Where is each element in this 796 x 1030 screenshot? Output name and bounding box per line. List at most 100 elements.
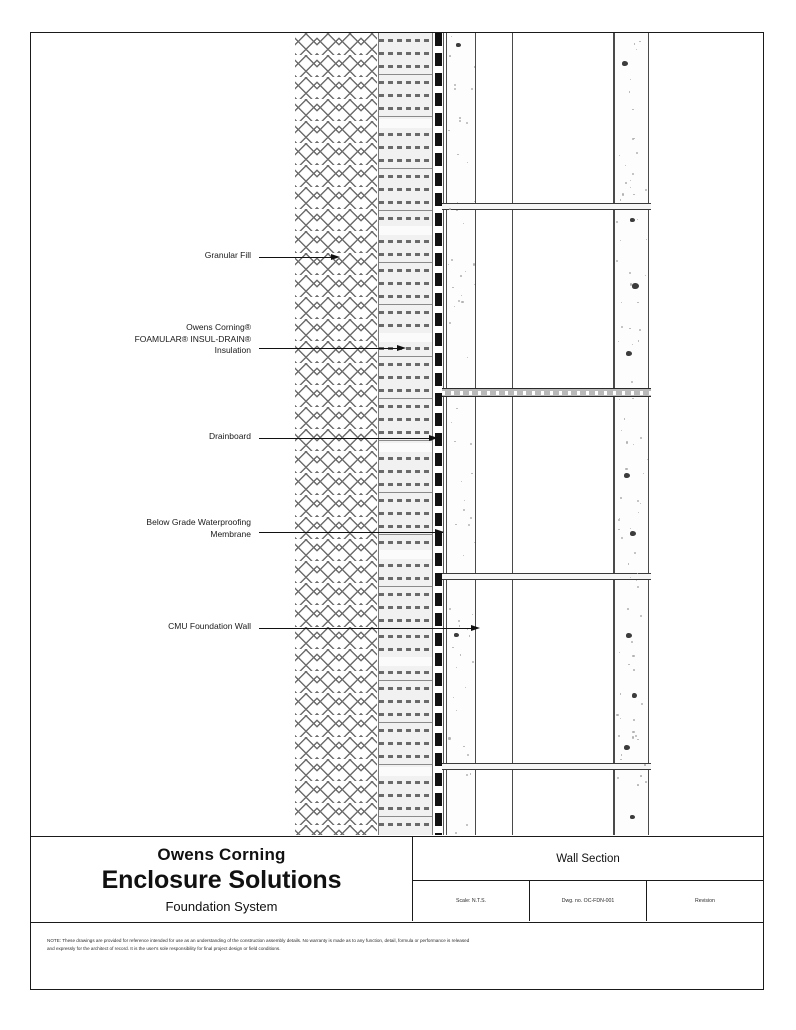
- cmu-fleck: [452, 287, 454, 289]
- insul-board-dash-band: [379, 213, 432, 224]
- cmu-fleck: [636, 585, 639, 588]
- cmu-fleck: [459, 654, 462, 656]
- membrane-backer-line: [443, 33, 444, 835]
- cmu-fleck: [636, 301, 639, 304]
- title-block: Owens Corning Enclosure Solutions Founda…: [31, 836, 763, 989]
- insul-board-dash-band: [379, 725, 432, 736]
- leader-granular-fill: [259, 257, 335, 258]
- insul-board-dash-band: [379, 738, 432, 749]
- cmu-aggregate-speck: [630, 531, 636, 536]
- cmu-fleck: [636, 151, 639, 154]
- insul-board-drain-core: [379, 333, 432, 342]
- cmu-fleck: [644, 393, 648, 396]
- cmu-fleck: [634, 734, 637, 737]
- cmu-fleck: [467, 356, 469, 359]
- granular-fill-hatch: [295, 33, 377, 835]
- cmu-mortar-joint: [442, 203, 651, 210]
- cmu-fleck: [640, 437, 643, 440]
- cmu-fleck: [640, 614, 643, 617]
- cmu-fleck: [455, 666, 458, 669]
- cmu-fleck: [452, 646, 454, 649]
- insul-board-dash-band: [379, 427, 432, 438]
- insul-board-dash-band: [379, 521, 432, 532]
- insul-board-dash-band: [379, 508, 432, 519]
- cmu-fleck: [465, 270, 467, 273]
- cmu-fleck: [450, 35, 452, 37]
- cmu-fleck: [450, 388, 452, 390]
- cmu-fleck: [457, 620, 460, 623]
- cmu-fleck: [645, 275, 647, 277]
- arrow-granular-fill: [331, 254, 340, 260]
- cmu-fleck: [467, 162, 469, 164]
- insul-board-seam: [379, 304, 432, 305]
- cmu-aggregate-speck: [632, 693, 637, 698]
- cmu-fleck: [637, 784, 639, 786]
- label-insulation: Owens Corning® FOAMULAR® INSUL-DRAIN® In…: [134, 322, 251, 355]
- insul-board-dash-band: [379, 320, 432, 331]
- cmu-fleck: [448, 737, 451, 740]
- cmu-fleck: [452, 696, 454, 698]
- insul-board-dash-band: [379, 48, 432, 59]
- cmu-aggregate-speck: [626, 351, 632, 356]
- cmu-fleck: [473, 284, 475, 286]
- insul-board-dash-band: [379, 832, 432, 835]
- insul-board-dash-band: [379, 401, 432, 412]
- insul-board-dash-band: [379, 777, 432, 788]
- insul-board-dash-band: [379, 265, 432, 276]
- cmu-fleck: [620, 301, 622, 303]
- cmu-fleck: [637, 218, 639, 221]
- insul-board-seam: [379, 262, 432, 263]
- cmu-fleck: [641, 703, 644, 706]
- cmu-fleck: [639, 40, 641, 43]
- cmu-fleck: [471, 88, 474, 91]
- cmu-fleck: [460, 480, 463, 483]
- insul-board-drain-core: [379, 657, 432, 666]
- insul-board-dash-band: [379, 184, 432, 195]
- cmu-fleck: [620, 240, 622, 242]
- cmu-aggregate-speck: [630, 815, 635, 819]
- cmu-fleck: [466, 121, 469, 125]
- insul-board-dash-band: [379, 696, 432, 707]
- insul-board-dash-band: [379, 142, 432, 153]
- revision-cell: Revision: [695, 898, 715, 904]
- insul-board-seam: [379, 722, 432, 723]
- cmu-fleck: [616, 220, 619, 223]
- cmu-fleck: [632, 173, 635, 176]
- cmu-fleck: [617, 341, 619, 342]
- cmu-fleck: [454, 306, 456, 308]
- cmu-fleck: [639, 502, 641, 504]
- cmu-core-edge-left: [512, 33, 513, 835]
- cmu-aggregate-speck: [632, 283, 639, 289]
- cmu-fleck: [646, 458, 649, 461]
- cmu-fleck: [465, 823, 469, 826]
- cmu-fleck: [632, 109, 634, 111]
- cmu-fleck: [633, 669, 635, 671]
- cmu-fleck: [633, 719, 636, 721]
- cmu-fleck: [619, 398, 621, 400]
- cmu-fleck: [628, 272, 632, 275]
- cmu-fleck: [638, 511, 640, 513]
- cmu-fleck: [637, 340, 640, 342]
- insul-board-dash-band: [379, 615, 432, 626]
- cmu-fleck: [463, 745, 465, 748]
- insul-board-dash-band: [379, 77, 432, 88]
- cmu-fleck: [618, 528, 620, 531]
- insul-board-dash-band: [379, 90, 432, 101]
- leader-insulation: [259, 348, 403, 349]
- cmu-fleck: [467, 753, 470, 756]
- cmu-core-edge-right: [613, 33, 614, 835]
- cmu-fleck: [465, 687, 467, 689]
- leader-cmu-wall: [259, 628, 477, 629]
- cmu-fleck: [629, 528, 632, 530]
- cmu-fleck: [448, 607, 451, 610]
- cmu-fleck: [472, 660, 475, 663]
- cmu-fleck: [640, 775, 642, 777]
- owens-corning-logo-block: Owens Corning Enclosure Solutions Founda…: [31, 837, 413, 921]
- insul-board-dash-band: [379, 307, 432, 318]
- cmu-fleck: [616, 260, 619, 263]
- foamular-insul-drain-board: [378, 33, 433, 835]
- insul-board-dash-band: [379, 61, 432, 72]
- insul-board-drain-core: [379, 119, 432, 128]
- cmu-fleck: [470, 517, 472, 520]
- insul-board-dash-band: [379, 589, 432, 600]
